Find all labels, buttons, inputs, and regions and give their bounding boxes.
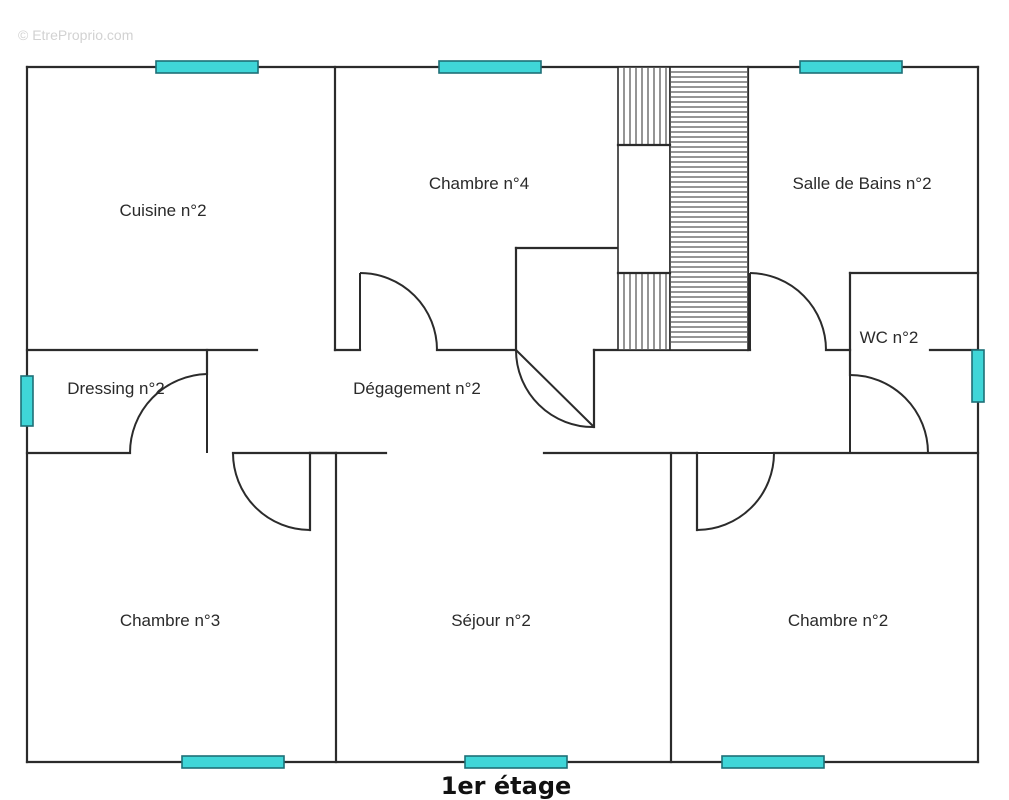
stair-steps-left-lower	[623, 274, 667, 349]
door-salle-de-bains	[749, 272, 827, 351]
door-chambre3	[232, 452, 311, 531]
room-label-wc: WC n°2	[860, 328, 919, 347]
staircase	[616, 66, 749, 351]
floor-title: 1er étage	[441, 772, 572, 800]
room-label-chambre4: Chambre n°4	[429, 174, 529, 193]
window-wc	[971, 349, 985, 403]
stair-steps-left-upper	[623, 68, 667, 144]
interior-walls	[25, 65, 980, 764]
window-salle-de-bains	[799, 60, 903, 74]
room-label-degagement: Dégagement n°2	[353, 379, 481, 398]
room-label-dressing: Dressing n°2	[67, 379, 165, 398]
stair-steps-main	[671, 71, 747, 343]
exterior-walls	[25, 65, 980, 764]
window-sejour	[464, 755, 568, 769]
window-cuisine	[155, 60, 259, 74]
window-chambre2	[721, 755, 825, 769]
doors	[129, 272, 929, 531]
door-wc	[849, 374, 929, 454]
window-chambre4	[438, 60, 542, 74]
door-chambre4	[359, 272, 438, 351]
room-label-chambre3: Chambre n°3	[120, 611, 220, 630]
room-label-salle-de-bains: Salle de Bains n°2	[792, 174, 931, 193]
room-label-chambre2: Chambre n°2	[788, 611, 888, 630]
door-degagement-closet	[515, 349, 595, 429]
door-dressing	[129, 373, 208, 454]
room-label-cuisine: Cuisine n°2	[119, 201, 206, 220]
room-labels: Cuisine n°2 Chambre n°4 Salle de Bains n…	[67, 174, 931, 630]
door-chambre2	[696, 452, 775, 531]
window-dressing	[20, 375, 34, 427]
windows	[20, 60, 985, 769]
watermark-text: © EtreProprio.com	[18, 27, 133, 43]
room-label-sejour: Séjour n°2	[451, 611, 531, 630]
window-chambre3	[181, 755, 285, 769]
